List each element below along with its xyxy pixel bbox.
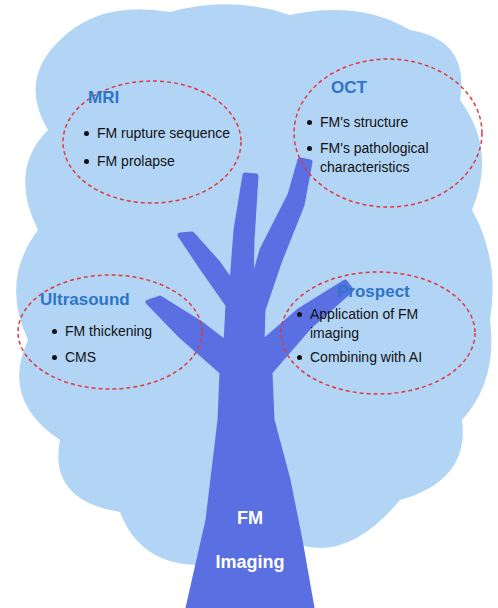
topic-ellipse: ProspectApplication of FM imagingCombini…: [280, 271, 476, 395]
topic-ellipse: OCT FM's structureFM's pathological chara…: [293, 58, 483, 208]
bullet-dot: [52, 355, 57, 360]
topic-heading: Prospect: [337, 282, 457, 302]
bullet-text: FM's structure: [320, 113, 470, 132]
bullet-dot: [84, 159, 89, 164]
bullet-dot: [307, 146, 312, 151]
bullet-text: Application of FM imaging: [310, 305, 450, 343]
topic-heading: MRI: [88, 88, 208, 108]
bullet-text: CMS: [65, 348, 195, 367]
topic-heading: OCT: [331, 78, 451, 98]
trunk-label: FM Imaging: [205, 496, 295, 584]
bullet-text: Combining with AI: [310, 348, 460, 367]
bullet-text: FM thickening: [65, 322, 195, 341]
bullet-dot: [297, 355, 302, 360]
dashed-ellipse: [293, 58, 483, 208]
topic-ellipse: Ultrasound FM thickeningCMS: [17, 274, 203, 390]
topic-ellipse: MRI FM rupture sequence FM prolapse: [62, 80, 242, 204]
bullet-dot: [52, 329, 57, 334]
bullet-text: FM prolapse: [97, 152, 237, 171]
bullet-dot: [84, 131, 89, 136]
topic-heading: Ultrasound: [40, 290, 180, 310]
bullet-dot: [307, 120, 312, 125]
bullet-dot: [297, 312, 302, 317]
bullet-text: FM's pathological characteristics: [320, 139, 460, 177]
bullet-text: FM rupture sequence: [97, 124, 237, 143]
